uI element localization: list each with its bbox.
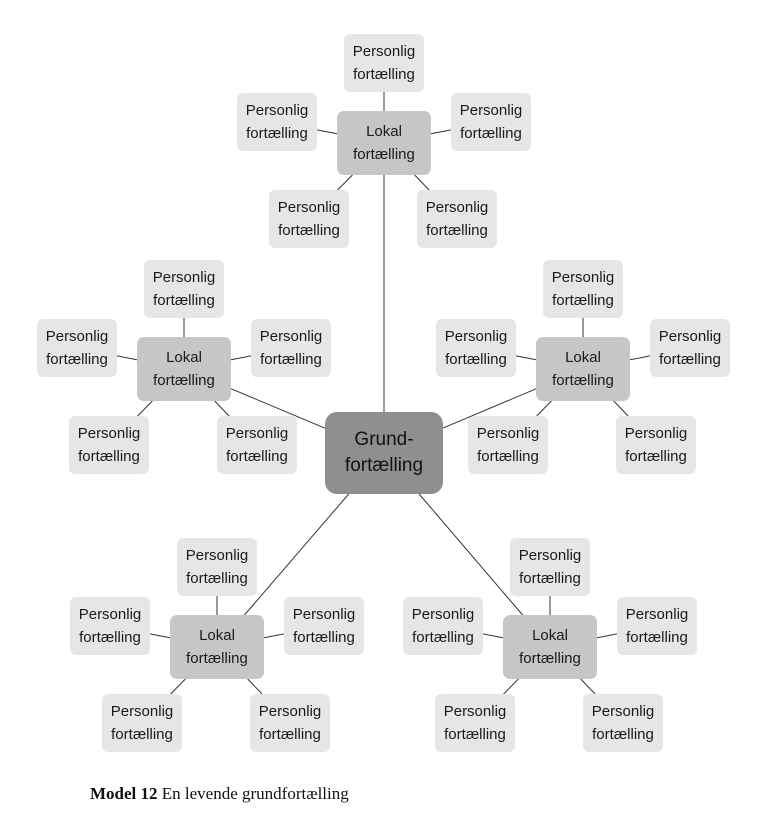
link-local-right-to-personal-5 <box>613 400 629 417</box>
personal-story-bottom-right-5-label: Personlig fortælling <box>591 703 655 743</box>
local-story-top: Lokal fortælling <box>337 111 431 175</box>
local-story-left: Lokal fortælling <box>137 337 231 401</box>
personal-story-right-5: Personlig fortælling <box>616 416 696 474</box>
personal-story-right-3-label: Personlig fortælling <box>658 328 722 368</box>
local-story-bottom-right-label: Lokal fortælling <box>519 627 581 667</box>
personal-story-right-5-label: Personlig fortælling <box>624 425 688 465</box>
local-story-top-label: Lokal fortælling <box>353 123 415 163</box>
personal-story-bottom-left-1: Personlig fortælling <box>177 538 257 596</box>
root-story: Grund- fortælling <box>325 412 443 494</box>
personal-story-top-5-label: Personlig fortælling <box>425 199 489 239</box>
personal-story-top-2: Personlig fortælling <box>237 93 317 151</box>
link-root-to-local-left <box>230 388 326 429</box>
personal-story-left-2-label: Personlig fortælling <box>45 328 109 368</box>
link-local-top-to-personal-5 <box>414 174 430 191</box>
personal-story-top-2-label: Personlig fortælling <box>245 102 309 142</box>
personal-story-bottom-left-5-label: Personlig fortælling <box>258 703 322 743</box>
personal-story-left-2: Personlig fortælling <box>37 319 117 377</box>
personal-story-right-1-label: Personlig fortælling <box>551 269 615 309</box>
personal-story-right-1: Personlig fortælling <box>543 260 623 318</box>
link-local-top-to-personal-3 <box>430 129 452 135</box>
personal-story-right-2: Personlig fortælling <box>436 319 516 377</box>
link-local-bottom-right-to-personal-4 <box>503 678 519 695</box>
link-local-right-to-personal-4 <box>536 400 552 417</box>
personal-story-right-2-label: Personlig fortælling <box>444 328 508 368</box>
personal-story-left-5: Personlig fortælling <box>217 416 297 474</box>
personal-story-bottom-right-1: Personlig fortælling <box>510 538 590 596</box>
personal-story-left-3-label: Personlig fortælling <box>259 328 323 368</box>
link-root-to-local-bottom-right <box>418 493 523 616</box>
root-story-label: Grund- fortælling <box>344 429 424 476</box>
personal-story-bottom-right-2: Personlig fortælling <box>403 597 483 655</box>
link-local-left-to-personal-2 <box>116 355 138 361</box>
personal-story-left-4: Personlig fortælling <box>69 416 149 474</box>
personal-story-bottom-right-4-label: Personlig fortælling <box>443 703 507 743</box>
personal-story-bottom-left-2: Personlig fortælling <box>70 597 150 655</box>
local-story-left-label: Lokal fortælling <box>153 349 215 389</box>
link-local-bottom-left-to-personal-4 <box>170 678 186 695</box>
personal-story-top-4: Personlig fortælling <box>269 190 349 248</box>
local-story-bottom-left-label: Lokal fortælling <box>186 627 248 667</box>
personal-story-bottom-right-2-label: Personlig fortælling <box>411 606 475 646</box>
personal-story-bottom-left-1-label: Personlig fortælling <box>185 547 249 587</box>
personal-story-bottom-right-3-label: Personlig fortælling <box>625 606 689 646</box>
personal-story-bottom-left-3-label: Personlig fortælling <box>292 606 356 646</box>
link-local-left-to-personal-5 <box>214 400 230 417</box>
caption-text: En levende grundfortælling <box>161 784 349 803</box>
link-local-left-to-personal-3 <box>230 355 252 361</box>
personal-story-top-5: Personlig fortælling <box>417 190 497 248</box>
personal-story-right-3: Personlig fortælling <box>650 319 730 377</box>
personal-story-bottom-left-4-label: Personlig fortælling <box>110 703 174 743</box>
local-story-bottom-left: Lokal fortælling <box>170 615 264 679</box>
personal-story-left-1-label: Personlig fortælling <box>152 269 216 309</box>
personal-story-bottom-right-5: Personlig fortælling <box>583 694 663 752</box>
personal-story-bottom-left-2-label: Personlig fortælling <box>78 606 142 646</box>
personal-story-top-3-label: Personlig fortælling <box>459 102 523 142</box>
personal-story-bottom-left-4: Personlig fortælling <box>102 694 182 752</box>
link-local-bottom-right-to-personal-5 <box>580 678 596 695</box>
personal-story-top-1-label: Personlig fortælling <box>352 43 416 83</box>
personal-story-left-1: Personlig fortælling <box>144 260 224 318</box>
local-story-right: Lokal fortælling <box>536 337 630 401</box>
link-local-bottom-right-to-personal-2 <box>482 633 504 639</box>
link-local-top-to-personal-2 <box>316 129 338 135</box>
personal-story-top-1: Personlig fortælling <box>344 34 424 92</box>
personal-story-right-4: Personlig fortælling <box>468 416 548 474</box>
personal-story-bottom-right-3: Personlig fortælling <box>617 597 697 655</box>
personal-story-left-4-label: Personlig fortælling <box>77 425 141 465</box>
personal-story-left-3: Personlig fortælling <box>251 319 331 377</box>
link-local-bottom-left-to-personal-3 <box>263 633 285 639</box>
link-local-bottom-right-to-personal-3 <box>596 633 618 639</box>
link-local-right-to-personal-2 <box>515 355 537 361</box>
personal-story-bottom-left-3: Personlig fortælling <box>284 597 364 655</box>
local-story-right-label: Lokal fortælling <box>552 349 614 389</box>
personal-story-bottom-right-4: Personlig fortælling <box>435 694 515 752</box>
personal-story-top-4-label: Personlig fortælling <box>277 199 341 239</box>
link-local-top-to-personal-4 <box>337 174 353 191</box>
personal-story-right-4-label: Personlig fortælling <box>476 425 540 465</box>
personal-story-bottom-left-5: Personlig fortælling <box>250 694 330 752</box>
personal-story-top-3: Personlig fortælling <box>451 93 531 151</box>
link-local-right-to-personal-3 <box>629 355 651 361</box>
local-story-bottom-right: Lokal fortælling <box>503 615 597 679</box>
personal-story-bottom-right-1-label: Personlig fortælling <box>518 547 582 587</box>
link-local-bottom-left-to-personal-2 <box>149 633 171 639</box>
link-root-to-local-right <box>442 388 537 429</box>
caption-number: Model 12 <box>90 784 158 803</box>
link-root-to-local-bottom-left <box>244 493 350 616</box>
personal-story-left-5-label: Personlig fortælling <box>225 425 289 465</box>
link-local-bottom-left-to-personal-5 <box>247 678 263 695</box>
link-local-left-to-personal-4 <box>137 400 153 417</box>
figure-caption: Model 12 En levende grundfortælling <box>90 784 349 804</box>
